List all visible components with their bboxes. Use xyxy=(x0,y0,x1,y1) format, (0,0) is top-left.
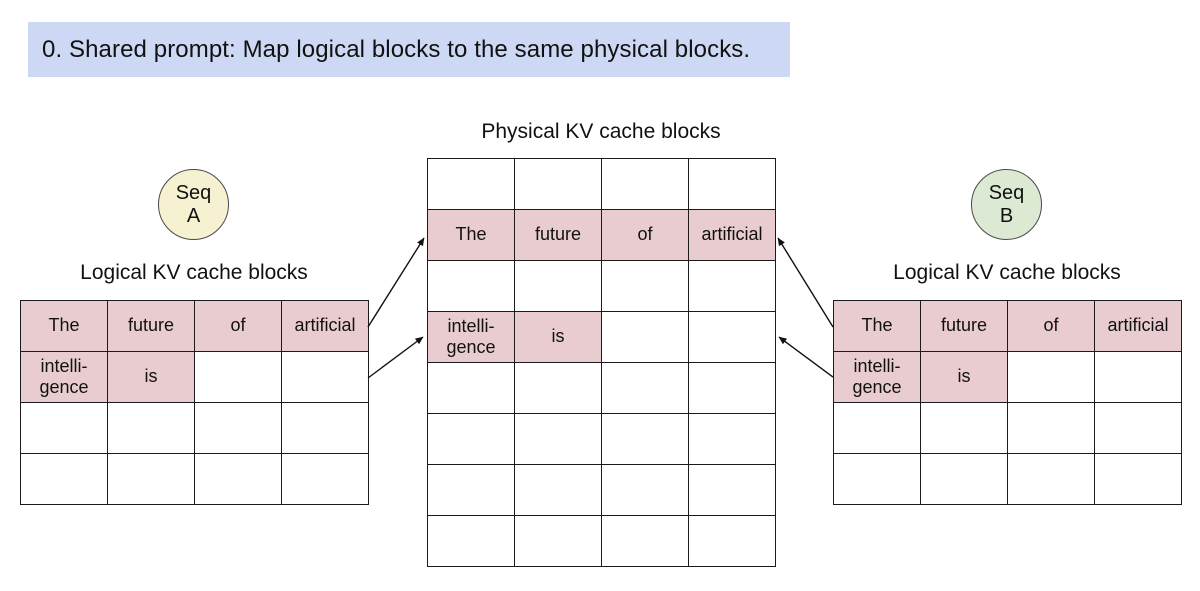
kv-block-cell xyxy=(601,464,689,516)
kv-block-cell xyxy=(688,260,776,312)
kv-block-cell: intelli-gence xyxy=(20,351,108,403)
kv-block-row xyxy=(833,402,1182,454)
kv-block-cell: future xyxy=(107,300,195,352)
kv-block-cell xyxy=(427,260,515,312)
kv-block-cell xyxy=(601,260,689,312)
kv-block-cell: artificial xyxy=(688,209,776,261)
seq-b-label-line1: Seq xyxy=(988,182,1025,205)
kv-block-cell xyxy=(427,158,515,210)
seq-a-label-line1: Seq xyxy=(175,182,212,205)
kv-block-cell xyxy=(920,453,1008,505)
kv-block-row xyxy=(833,453,1182,505)
kv-block-cell xyxy=(107,453,195,505)
seq-a-label-line2: A xyxy=(186,204,201,227)
kv-block-cell xyxy=(514,413,602,465)
kv-block-row xyxy=(427,515,776,567)
kv-block-row xyxy=(427,362,776,414)
kv-block-cell: is xyxy=(920,351,1008,403)
kv-block-cell xyxy=(601,158,689,210)
kv-block-cell: The xyxy=(833,300,921,352)
kv-block-cell: artificial xyxy=(281,300,369,352)
kv-block-cell: is xyxy=(107,351,195,403)
kv-block-cell xyxy=(427,515,515,567)
logical-table-title-seq-a: Logical KV cache blocks xyxy=(80,261,308,284)
kv-block-cell xyxy=(281,351,369,403)
kv-block-cell xyxy=(688,464,776,516)
kv-block-cell xyxy=(1094,453,1182,505)
arrow-seq-a-block0 xyxy=(367,237,425,328)
seq-b-label-line2: B xyxy=(999,204,1014,227)
kv-block-cell xyxy=(194,351,282,403)
seq-a-badge: Seq A xyxy=(158,169,229,240)
kv-block-cell: of xyxy=(601,209,689,261)
kv-block-cell xyxy=(514,362,602,414)
kv-block-cell xyxy=(427,362,515,414)
kv-block-cell xyxy=(688,515,776,567)
physical-table-title: Physical KV cache blocks xyxy=(481,120,721,143)
kv-block-cell: The xyxy=(427,209,515,261)
kv-block-cell: The xyxy=(20,300,108,352)
kv-block-cell xyxy=(688,158,776,210)
kv-block-row xyxy=(20,402,369,454)
kv-block-cell xyxy=(281,402,369,454)
kv-block-cell xyxy=(20,402,108,454)
kv-block-cell: intelli-gence xyxy=(833,351,921,403)
kv-block-cell: of xyxy=(1007,300,1095,352)
kv-block-row xyxy=(427,413,776,465)
kv-block-cell xyxy=(514,158,602,210)
kv-block-cell xyxy=(281,453,369,505)
kv-block-row xyxy=(427,260,776,312)
logical-table-title-seq-b: Logical KV cache blocks xyxy=(893,261,1121,284)
kv-block-cell xyxy=(601,515,689,567)
kv-block-cell xyxy=(514,464,602,516)
kv-block-cell: artificial xyxy=(1094,300,1182,352)
kv-block-cell xyxy=(1094,402,1182,454)
kv-block-cell xyxy=(107,402,195,454)
seq-b-badge: Seq B xyxy=(971,169,1042,240)
step-banner-text: 0. Shared prompt: Map logical blocks to … xyxy=(42,35,751,63)
arrow-seq-a-block1 xyxy=(367,336,424,379)
kv-block-cell: is xyxy=(514,311,602,363)
kv-block-cell xyxy=(833,453,921,505)
kv-block-cell xyxy=(601,311,689,363)
kv-block-cell xyxy=(601,413,689,465)
kv-block-cell xyxy=(427,464,515,516)
kv-block-cell xyxy=(920,402,1008,454)
kv-block-cell xyxy=(20,453,108,505)
kv-block-cell: future xyxy=(920,300,1008,352)
kv-block-cell xyxy=(514,515,602,567)
kv-block-row xyxy=(20,453,369,505)
kv-block-cell xyxy=(1007,351,1095,403)
kv-block-cell xyxy=(427,413,515,465)
kv-block-row xyxy=(427,464,776,516)
kv-block-cell xyxy=(194,453,282,505)
kv-block-cell xyxy=(688,413,776,465)
kv-block-cell: of xyxy=(194,300,282,352)
kv-block-cell xyxy=(1007,453,1095,505)
kv-block-cell xyxy=(688,362,776,414)
kv-block-cell xyxy=(1007,402,1095,454)
kv-block-cell: intelli-gence xyxy=(427,311,515,363)
arrow-seq-b-block0 xyxy=(777,237,834,328)
kv-block-cell xyxy=(514,260,602,312)
kv-block-cell xyxy=(688,311,776,363)
arrow-seq-b-block1 xyxy=(778,336,834,378)
kv-block-row xyxy=(427,158,776,210)
step-banner: 0. Shared prompt: Map logical blocks to … xyxy=(28,22,790,77)
kv-block-cell xyxy=(833,402,921,454)
kv-block-cell xyxy=(1094,351,1182,403)
kv-block-cell: future xyxy=(514,209,602,261)
kv-block-cell xyxy=(601,362,689,414)
kv-block-cell xyxy=(194,402,282,454)
